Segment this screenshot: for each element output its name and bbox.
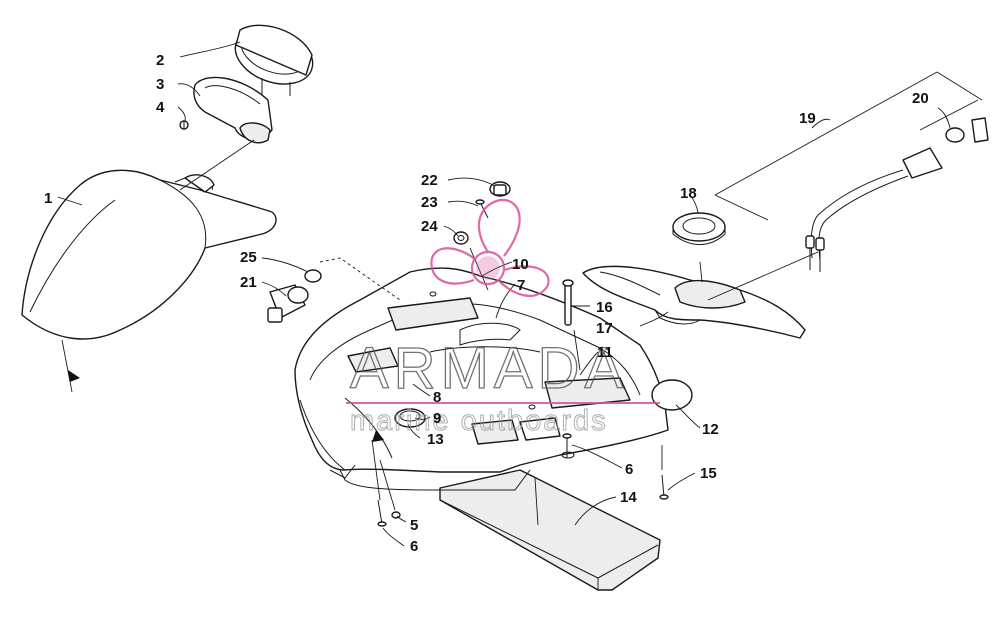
- leader-20: [937, 107, 951, 129]
- leader-18: [689, 194, 699, 214]
- arrow-line-1: [61, 339, 73, 393]
- callout-2: 2: [156, 52, 164, 69]
- leader-21: [261, 281, 287, 297]
- leader-12: [675, 404, 701, 429]
- part-18-ring: [672, 212, 726, 245]
- part-1-fender: [21, 169, 277, 340]
- part-25-washer: [304, 269, 322, 283]
- part-22-cap: [489, 181, 511, 197]
- arrow-1: [68, 370, 80, 382]
- leader-17: [639, 311, 669, 327]
- leader-4: [177, 106, 186, 122]
- callout-12: 12: [702, 421, 719, 438]
- part-6-bolt-right: [562, 433, 572, 458]
- callout-5: 5: [410, 517, 418, 534]
- leader-19: [811, 118, 831, 129]
- arrow-line-left: [371, 439, 381, 501]
- callout-8: 8: [433, 389, 441, 406]
- callout-6-left: 6: [410, 538, 418, 555]
- callout-17: 17: [596, 320, 613, 337]
- callout-23: 23: [421, 194, 438, 211]
- part-20-fitting: [945, 117, 989, 143]
- leader-5: [396, 515, 407, 523]
- callout-4: 4: [156, 99, 165, 116]
- callout-1: 1: [44, 190, 52, 207]
- callout-16: 16: [596, 299, 613, 316]
- watermark-subtitle: marine outboards: [350, 405, 608, 437]
- leader-6-right: [571, 444, 623, 469]
- leader-10: [481, 261, 513, 277]
- leader-13: [407, 423, 421, 439]
- callout-11: 11: [597, 344, 613, 361]
- bracket-20: [919, 99, 979, 131]
- part-3-bracket: [193, 76, 273, 144]
- part-4-screw: [179, 120, 189, 130]
- leader-22: [447, 177, 496, 187]
- part-14-foam-pad: [439, 469, 661, 591]
- leader-11: [579, 351, 599, 376]
- leader-2: [179, 41, 241, 58]
- leader-16b: [573, 329, 581, 371]
- part-19-cable: [805, 147, 943, 272]
- dashed-leader-5: [379, 459, 396, 511]
- leader-19b: [707, 251, 819, 301]
- leader-24: [443, 225, 459, 237]
- leader-9: [414, 416, 431, 420]
- dashed-guide-deck: [319, 257, 401, 301]
- leader-6-left: [382, 527, 405, 547]
- leader-15: [667, 472, 696, 491]
- leader-14: [574, 496, 617, 526]
- callout-18: 18: [680, 185, 697, 202]
- leader-25: [261, 257, 309, 273]
- leader-23: [447, 200, 479, 207]
- leader-17b: [699, 261, 703, 283]
- leader-3b: [179, 139, 255, 191]
- leader-7: [495, 283, 516, 319]
- callout-10: 10: [512, 256, 529, 273]
- callout-21: 21: [240, 274, 257, 291]
- bracket-19-top: [714, 71, 983, 196]
- main-deck: [294, 267, 669, 491]
- callout-3: 3: [156, 76, 164, 93]
- callout-19: 19: [799, 110, 816, 127]
- callout-14: 14: [620, 489, 637, 506]
- leader-3: [177, 83, 201, 97]
- part-17-side-cover: [582, 265, 806, 339]
- callout-9: 9: [433, 410, 441, 427]
- propeller-logo-icon: [430, 198, 550, 297]
- callout-13: 13: [427, 431, 444, 448]
- watermark-title: ARMADA: [350, 336, 628, 401]
- part-12-cover: [651, 379, 693, 411]
- watermark-logo: ARMADA marine outboards: [346, 198, 660, 437]
- part-2-gauge: [234, 24, 314, 96]
- leader-14b: [534, 477, 539, 526]
- leader-1: [57, 196, 83, 206]
- callout-20: 20: [912, 90, 929, 107]
- callout-22: 22: [421, 172, 438, 189]
- leader-8: [412, 383, 431, 397]
- callout-7: 7: [517, 277, 525, 294]
- part-16-screw: [562, 279, 574, 326]
- part-15-bolt: [659, 474, 669, 500]
- part-6-bolt-left: [377, 499, 387, 527]
- part-21-switch: [267, 284, 309, 323]
- callout-6-right: 6: [625, 461, 633, 478]
- callout-25: 25: [240, 249, 257, 266]
- callout-15: 15: [700, 465, 717, 482]
- arrow-left: [372, 430, 384, 442]
- callout-24: 24: [421, 218, 438, 235]
- bracket-19-side: [714, 194, 769, 221]
